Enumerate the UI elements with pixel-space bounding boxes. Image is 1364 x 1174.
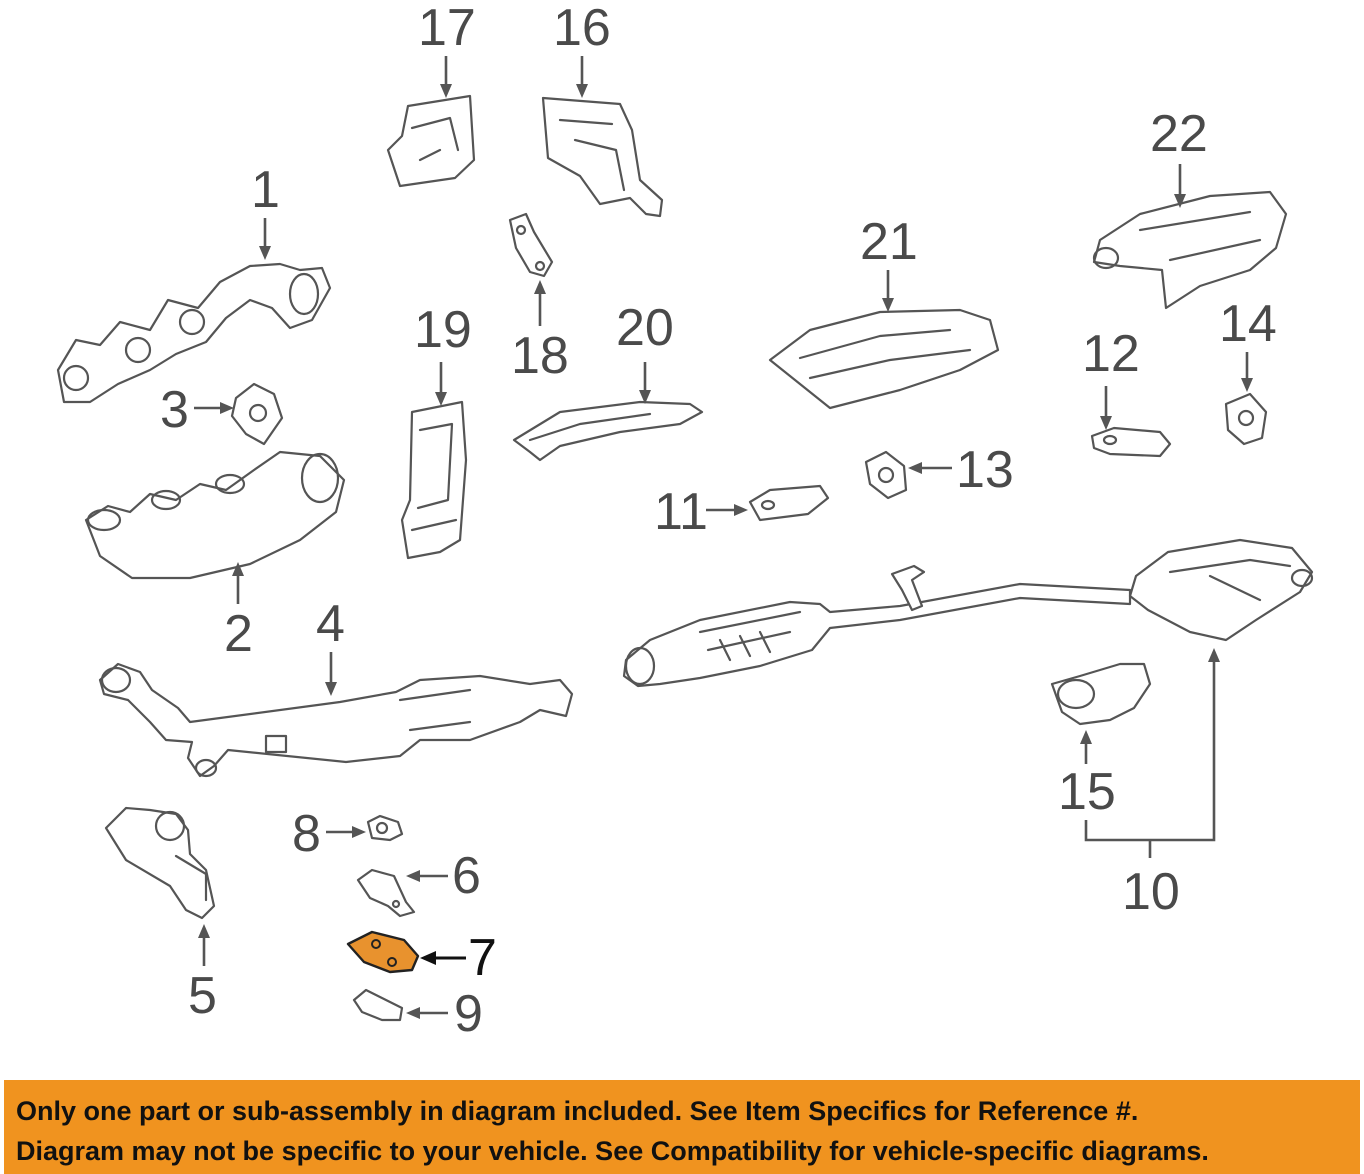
disclaimer-line-2: Diagram may not be specific to your vehi…: [16, 1136, 1209, 1166]
part-10-exhaust-system: [622, 538, 1314, 688]
callout-15: 15: [1058, 763, 1116, 821]
callout-18: 18: [511, 327, 569, 385]
callout-9: 9: [454, 985, 483, 1043]
part-5-pipe: [104, 806, 216, 920]
exhaust-parts-diagram: [56, 56, 1314, 1022]
part-2-exhaust-manifold: [84, 450, 346, 580]
part-16-heat-shield: [541, 96, 664, 218]
leader-lines: [194, 56, 1253, 1019]
part-7-bracket-highlighted: [346, 930, 420, 974]
callout-22: 22: [1150, 105, 1208, 163]
part-6-bracket: [356, 868, 416, 918]
callout-21: 21: [860, 213, 918, 271]
callout-20: 20: [616, 299, 674, 357]
part-15-exhaust-tip: [1050, 662, 1152, 726]
callout-5: 5: [188, 967, 217, 1025]
callout-3: 3: [160, 381, 189, 439]
part-17-heat-shield: [386, 94, 476, 188]
part-9-clamp: [352, 988, 404, 1022]
part-11-insulator: [748, 484, 830, 522]
part-14-insulator: [1224, 392, 1268, 446]
part-3-gasket: [230, 382, 284, 446]
callout-12: 12: [1082, 325, 1140, 383]
disclaimer-banner: Only one part or sub-assembly in diagram…: [4, 1080, 1360, 1174]
part-21-heat-shield: [768, 308, 1000, 410]
callout-11: 11: [654, 483, 708, 541]
callout-19: 19: [414, 301, 472, 359]
callout-1: 1: [251, 161, 280, 219]
callout-14: 14: [1219, 295, 1277, 353]
part-13-insulator: [864, 450, 908, 500]
callout-17: 17: [418, 0, 476, 57]
callout-4: 4: [316, 595, 345, 653]
callout-16: 16: [553, 0, 611, 57]
callout-8: 8: [292, 805, 321, 863]
part-4-front-pipe: [98, 662, 574, 778]
disclaimer-line-1: Only one part or sub-assembly in diagram…: [16, 1096, 1139, 1126]
part-18-bracket: [508, 212, 554, 278]
callout-7: 7: [468, 929, 497, 987]
callout-10: 10: [1122, 863, 1180, 921]
callout-2: 2: [224, 605, 253, 663]
callout-6: 6: [452, 847, 481, 905]
part-12-insulator: [1090, 426, 1172, 458]
part-19-heat-shield: [400, 400, 468, 560]
part-20-heat-shield: [512, 400, 704, 462]
part-8-clamp: [366, 814, 404, 842]
callout-13: 13: [956, 441, 1014, 499]
part-1-exhaust-manifold: [56, 262, 332, 404]
part-22-heat-shield: [1092, 190, 1288, 310]
